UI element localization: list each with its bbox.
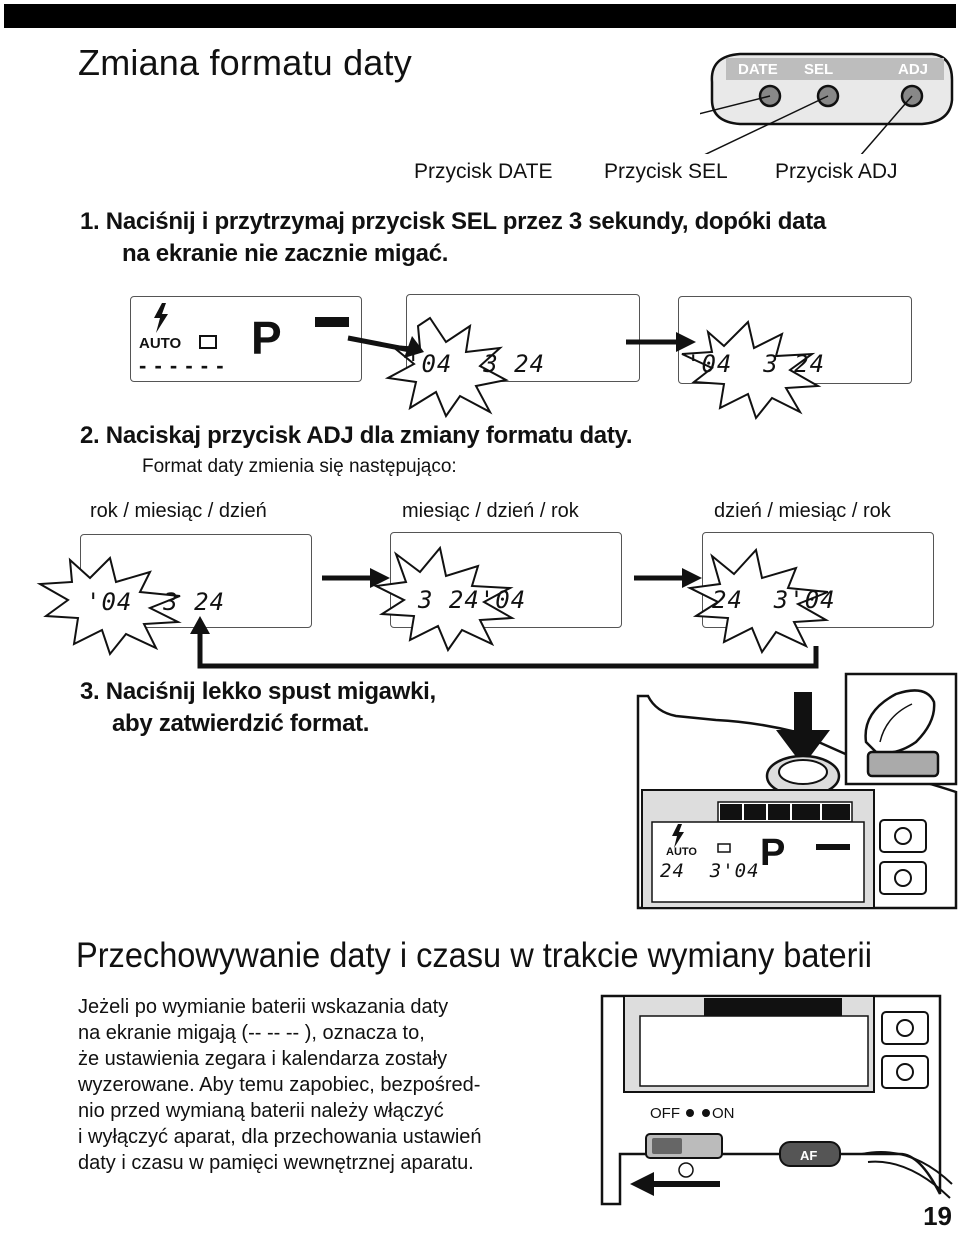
flash-icon: [154, 303, 168, 333]
camera-flash-icon: [672, 824, 684, 848]
arrow-format-2: [634, 568, 702, 588]
step-3-line-1: 3. Naciśnij lekko spust migawki,: [80, 678, 436, 705]
camera-lcd-date: 24 3'04: [660, 860, 760, 882]
format-label-ymd: rok / miesiąc / dzień: [90, 500, 267, 522]
panel-label-adj: ADJ: [898, 61, 928, 78]
back-button-2[interactable]: [881, 1055, 929, 1089]
page-title: Zmiana formatu daty: [78, 42, 412, 83]
switch-on-label: ON: [712, 1105, 735, 1122]
paragraph-line: daty i czasu w pamięci wewnętrznej apara…: [78, 1152, 474, 1174]
lcd-step1-a-date: '04 3 24: [406, 350, 546, 378]
camera-back-illustration: OFF ON AF: [600, 994, 953, 1206]
shutter-button[interactable]: [765, 754, 841, 798]
arrow-format-1: [322, 568, 390, 588]
step-3-line-2: aby zatwierdzić format.: [112, 710, 370, 737]
lcd-step1-b-date: '04 3 24: [686, 350, 826, 378]
paragraph-line: nio przed wymianą baterii należy włączyć: [78, 1100, 444, 1122]
format-display-mdy: 3 24'04: [418, 586, 527, 614]
lcd-mode: P: [251, 312, 282, 364]
step1-flash-graphics: [347, 316, 822, 421]
power-switch[interactable]: [645, 1133, 723, 1159]
format-label-dmy: dzień / miesiąc / rok: [714, 500, 891, 522]
step2-flash-graphics: [36, 545, 830, 669]
date-button-label: Przycisk DATE: [414, 160, 553, 183]
page-number: 19: [923, 1201, 952, 1231]
lcd-auto-label: AUTO: [139, 335, 182, 352]
format-display-dmy: 24 3'04: [712, 586, 836, 614]
format-display-ymd: '04 3 24: [86, 588, 226, 616]
paragraph-line: że ustawienia zegara i kalendarza został…: [78, 1048, 448, 1070]
camera-lcd-mode: P: [760, 832, 786, 874]
sel-button-label: Przycisk SEL: [604, 160, 728, 183]
paragraph-line: Jeżeli po wymianie baterii wskazania dat…: [78, 996, 449, 1018]
lcd-dashes: - - - - - -: [139, 353, 225, 378]
battery-icon: [315, 317, 349, 327]
panel-label-sel: SEL: [804, 61, 833, 78]
lcd-step1-a: [406, 294, 640, 382]
camera-shutter-illustration: [636, 672, 958, 910]
battery-section-heading: Przechowywanie daty i czasu w trakcie wy…: [76, 936, 872, 975]
back-button-1[interactable]: [881, 1011, 929, 1045]
paragraph-line: i wyłączyć aparat, dla przechowania usta…: [78, 1126, 482, 1148]
lcd-initial: AUTO P - - - - - -: [130, 296, 362, 382]
paragraph-line: wyzerowane. Aby temu zapobiec, bezpośred…: [78, 1074, 481, 1096]
format-label-mdy: miesiąc / dzień / rok: [402, 500, 579, 522]
press-arrow: [776, 692, 830, 766]
af-button[interactable]: AF: [779, 1141, 841, 1167]
slide-left-arrow: [630, 1172, 720, 1196]
arrow-step1-a: [347, 335, 424, 358]
side-button-1[interactable]: [879, 819, 927, 853]
af-button-label: AF: [800, 1148, 817, 1163]
step-2-sub: Format daty zmienia się następująco:: [142, 456, 457, 477]
step-2-line: 2. Naciskaj przycisk ADJ dla zmiany form…: [80, 422, 633, 449]
camera-button-panel: DATE SEL ADJ: [700, 52, 954, 154]
header-bar: [4, 4, 956, 28]
step-1-line-2: na ekranie nie zacznie migać.: [122, 240, 449, 267]
paragraph-line: na ekranie migają (-- -- -- ), oznacza t…: [78, 1022, 425, 1044]
side-button-2[interactable]: [879, 861, 927, 895]
panel-label-date: DATE: [738, 61, 778, 78]
adj-button-label: Przycisk ADJ: [775, 160, 898, 183]
arrow-step1-b: [626, 332, 696, 352]
switch-off-label: OFF: [650, 1105, 680, 1122]
arrow-return-loop: [190, 616, 819, 669]
step-1-line-1: 1. Naciśnij i przytrzymaj przycisk SEL p…: [80, 208, 826, 235]
battery-section-paragraph: Jeżeli po wymianie baterii wskazania dat…: [78, 994, 598, 1176]
frame-icon: [199, 335, 217, 349]
camera-lcd-auto: AUTO: [666, 846, 697, 858]
